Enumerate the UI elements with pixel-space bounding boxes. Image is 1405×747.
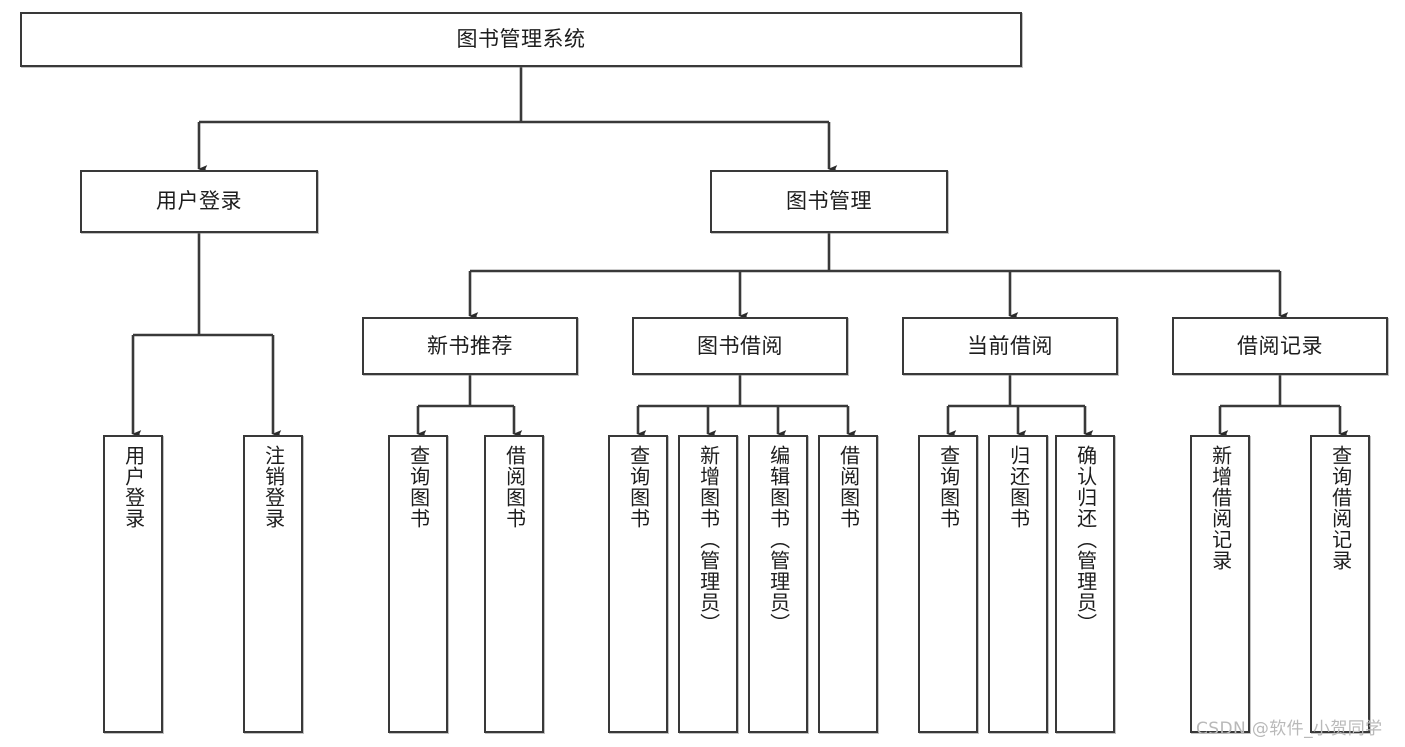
node-book-borrow[interactable]: 图书借阅 [632, 317, 848, 375]
node-label-leaf-current-confirm-return: 确认归还（管理员） [1073, 445, 1098, 634]
node-label-book-borrow: 图书借阅 [697, 333, 783, 358]
node-leaf-current-confirm-return[interactable]: 确认归还（管理员） [1055, 435, 1115, 733]
node-leaf-borrow-edit-book[interactable]: 编辑图书（管理员） [748, 435, 808, 733]
node-label-user-login: 用户登录 [156, 189, 242, 214]
node-label-leaf-borrow-borrow-book: 借阅图书 [836, 445, 861, 529]
node-leaf-current-query-book[interactable]: 查询图书 [918, 435, 978, 733]
node-label-leaf-current-return-book: 归还图书 [1006, 445, 1031, 529]
watermark-text: CSDN @软件_小贺同学 [1196, 719, 1383, 739]
node-leaf-record-add[interactable]: 新增借阅记录 [1190, 435, 1250, 733]
node-label-book-manage: 图书管理 [786, 189, 872, 214]
node-book-manage[interactable]: 图书管理 [710, 170, 948, 233]
node-leaf-rec-query-book[interactable]: 查询图书 [388, 435, 448, 733]
node-label-current-borrow: 当前借阅 [967, 333, 1053, 358]
node-label-leaf-user-login: 用户登录 [121, 445, 146, 529]
node-label-leaf-borrow-query-book: 查询图书 [626, 445, 651, 529]
node-label-leaf-borrow-edit-book: 编辑图书（管理员） [766, 445, 791, 634]
node-label-leaf-record-query: 查询借阅记录 [1328, 445, 1353, 571]
node-label-leaf-user-logout: 注销登录 [261, 445, 286, 529]
node-new-book-recommend[interactable]: 新书推荐 [362, 317, 578, 375]
node-label-root: 图书管理系统 [456, 27, 586, 52]
node-leaf-user-logout[interactable]: 注销登录 [243, 435, 303, 733]
node-leaf-rec-borrow-book[interactable]: 借阅图书 [484, 435, 544, 733]
node-leaf-borrow-add-book[interactable]: 新增图书（管理员） [678, 435, 738, 733]
node-root[interactable]: 图书管理系统 [20, 12, 1022, 67]
node-current-borrow[interactable]: 当前借阅 [902, 317, 1118, 375]
node-leaf-borrow-borrow-book[interactable]: 借阅图书 [818, 435, 878, 733]
node-label-borrow-record: 借阅记录 [1237, 333, 1323, 358]
node-label-new-book-recommend: 新书推荐 [427, 333, 513, 358]
node-leaf-current-return-book[interactable]: 归还图书 [988, 435, 1048, 733]
node-label-leaf-borrow-add-book: 新增图书（管理员） [696, 445, 721, 634]
node-leaf-user-login[interactable]: 用户登录 [103, 435, 163, 733]
node-label-leaf-rec-borrow-book: 借阅图书 [502, 445, 527, 529]
node-borrow-record[interactable]: 借阅记录 [1172, 317, 1388, 375]
node-user-login[interactable]: 用户登录 [80, 170, 318, 233]
node-label-leaf-record-add: 新增借阅记录 [1208, 445, 1233, 571]
node-leaf-record-query[interactable]: 查询借阅记录 [1310, 435, 1370, 733]
node-label-leaf-current-query-book: 查询图书 [936, 445, 961, 529]
connector-group [131, 67, 1349, 438]
node-label-leaf-rec-query-book: 查询图书 [406, 445, 431, 529]
node-leaf-borrow-query-book[interactable]: 查询图书 [608, 435, 668, 733]
